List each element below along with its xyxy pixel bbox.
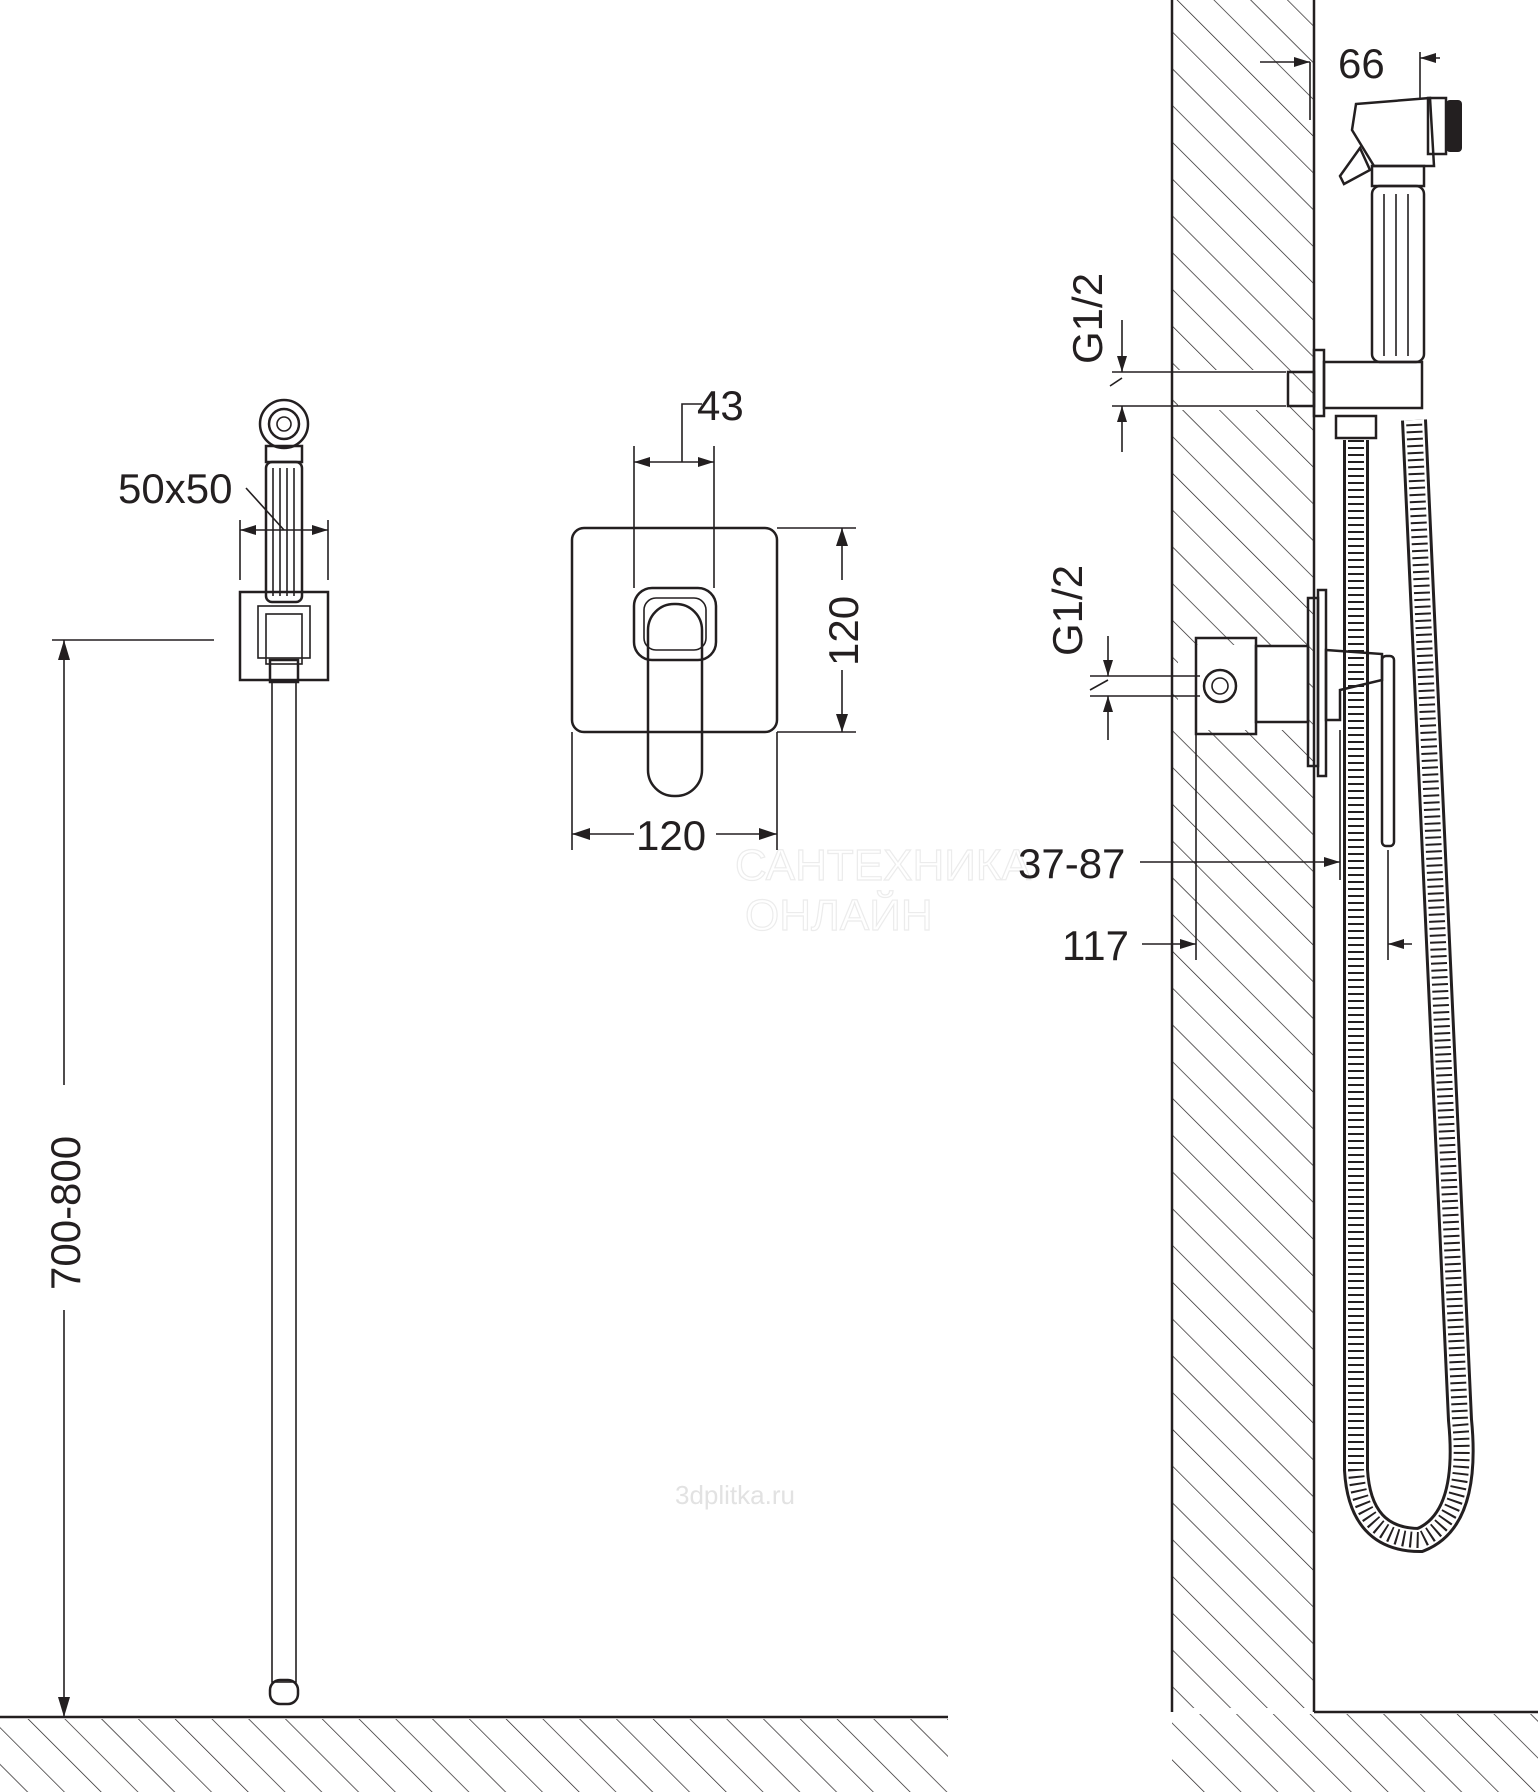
dim-cover-height-label: 120 xyxy=(820,596,867,666)
dim-total-depth: 117 xyxy=(1062,850,1412,969)
spray-head-side xyxy=(1338,96,1462,364)
dim-install-height-label: 700-800 xyxy=(42,1136,89,1290)
dim-mount-depth: 37-87 xyxy=(1018,730,1341,960)
dim-spray-offset: 66 xyxy=(1260,40,1440,120)
watermark-line1: САНТЕХНИКА xyxy=(735,841,1032,890)
hose-loop-inner xyxy=(1346,419,1472,1551)
dim-plate-size-label: 50x50 xyxy=(118,465,232,512)
front-view: 50x50 700-800 xyxy=(0,398,948,1792)
dim-thread-lower-label: G1/2 xyxy=(1044,565,1091,656)
dim-lever-width: 43 xyxy=(633,382,744,588)
wall-holder-plate xyxy=(238,590,330,684)
dim-thread-lower: G1/2 xyxy=(1044,565,1200,740)
hose-end xyxy=(268,1678,300,1706)
dim-thread-upper: G1/2 xyxy=(1064,273,1286,452)
side-view: 66 G1/2 G1/2 xyxy=(1018,0,1538,1792)
dim-install-height: 700-800 xyxy=(42,639,214,1717)
spray-head xyxy=(258,398,310,464)
dim-cover-width-label: 120 xyxy=(636,812,706,859)
dim-mount-depth-label: 37-87 xyxy=(1018,840,1125,887)
shower-hose xyxy=(271,681,297,1683)
dim-plate-size: 50x50 xyxy=(118,465,329,580)
mixer-front-view: 43 120 120 xyxy=(570,382,867,859)
dim-cover-width: 120 xyxy=(571,732,778,859)
dim-lever-width-label: 43 xyxy=(697,382,744,429)
floor-right xyxy=(1172,1710,1538,1792)
holder-bracket xyxy=(1286,348,1424,440)
site-watermark: 3dplitka.ru xyxy=(675,1480,795,1510)
wall-section xyxy=(1170,0,1316,1712)
dim-total-depth-label: 117 xyxy=(1062,922,1129,969)
dim-spray-offset-label: 66 xyxy=(1338,40,1385,87)
cover-plate xyxy=(570,526,779,734)
floor xyxy=(0,1715,948,1792)
brand-watermark: САНТЕХНИКА ОНЛАЙН xyxy=(734,840,1032,940)
dim-cover-height: 120 xyxy=(777,527,867,733)
mixer-body-side xyxy=(1194,588,1396,848)
dim-thread-upper-label: G1/2 xyxy=(1064,273,1111,364)
watermark-line2: ОНЛАЙН xyxy=(745,889,933,940)
mixer-lever xyxy=(632,586,718,798)
spray-handle xyxy=(264,460,304,604)
